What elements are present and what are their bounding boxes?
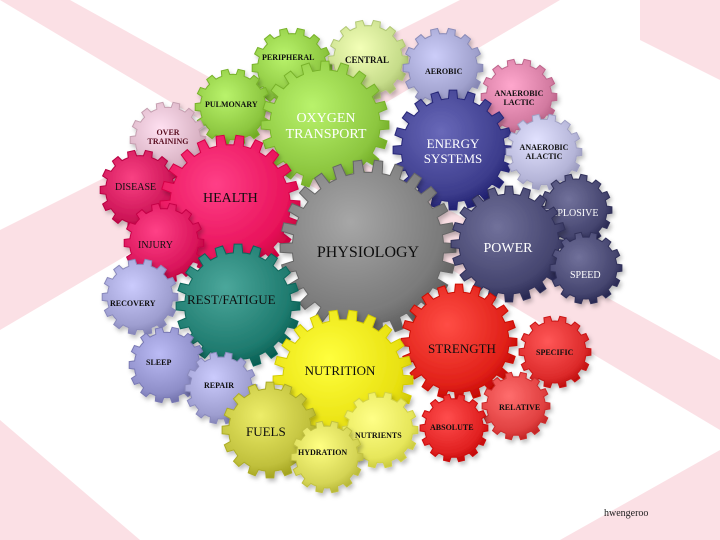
gear-shape-recovery — [101, 258, 179, 336]
gear-shape-speed — [549, 231, 623, 305]
gear-label-pulmonary: PULMONARY — [205, 100, 258, 109]
gear-label-health: HEALTH — [203, 191, 258, 206]
gear-power: POWER — [450, 185, 568, 303]
gear-label-specific: SPECIFIC — [536, 348, 574, 357]
gear-label-nutrition: NUTRITION — [305, 363, 376, 378]
gear-shape-relative — [481, 371, 551, 441]
gear-shape-pulmonary — [194, 68, 272, 146]
gear-hydration: HYDRATION — [290, 420, 364, 494]
gear-shape-hydration — [290, 420, 364, 494]
gear-label-absolute: ABSOLUTE — [430, 423, 474, 432]
gear-shape-power — [450, 185, 568, 303]
gear-label-rest-fatigue: REST/FATIGUE — [187, 292, 276, 307]
background-band — [560, 450, 720, 540]
gear-recovery: RECOVERY — [101, 258, 179, 336]
gear-label-peripheral: PERIPHERAL — [262, 53, 314, 62]
gear-strength: STRENGTH — [400, 283, 518, 401]
gear-relative: RELATIVE — [481, 371, 551, 441]
gear-label-hydration: HYDRATION — [298, 448, 347, 457]
gear-label-aerobic: AEROBIC — [425, 67, 463, 76]
gear-label-central: CENTRAL — [345, 55, 389, 65]
gear-label-nutrients: NUTRIENTS — [355, 431, 402, 440]
gear-label-power: POWER — [484, 241, 534, 256]
gear-label-repair: REPAIR — [204, 381, 234, 390]
gear-shape-specific — [518, 315, 592, 389]
gear-label-relative: RELATIVE — [499, 403, 540, 412]
gear-label-fuels: FUELS — [246, 424, 286, 439]
gear-rest-fatigue: REST/FATIGUE — [175, 243, 301, 369]
gear-label-sleep: SLEEP — [146, 358, 171, 367]
background-band — [0, 420, 140, 540]
gear-specific: SPECIFIC — [518, 315, 592, 389]
gear-shape-rest-fatigue — [175, 243, 301, 369]
gear-label-injury: INJURY — [138, 240, 173, 251]
gear-speed: SPEED — [549, 231, 623, 305]
gear-pulmonary: PULMONARY — [194, 68, 272, 146]
gear-shape-absolute — [419, 393, 489, 463]
gear-label-speed: SPEED — [570, 270, 601, 281]
gear-label-strength: STRENGTH — [428, 341, 496, 356]
gear-label-disease: DISEASE — [115, 182, 156, 193]
gear-label-explosive: EXPLOSIVE — [544, 208, 598, 219]
gear-physiology: PHYSIOLOGY — [279, 159, 457, 337]
gear-absolute: ABSOLUTE — [419, 393, 489, 463]
watermark-text: hwengeroo — [604, 508, 649, 519]
gear-label-recovery: RECOVERY — [110, 299, 156, 308]
gear-label-physiology: PHYSIOLOGY — [317, 244, 420, 261]
background-band — [640, 0, 720, 80]
